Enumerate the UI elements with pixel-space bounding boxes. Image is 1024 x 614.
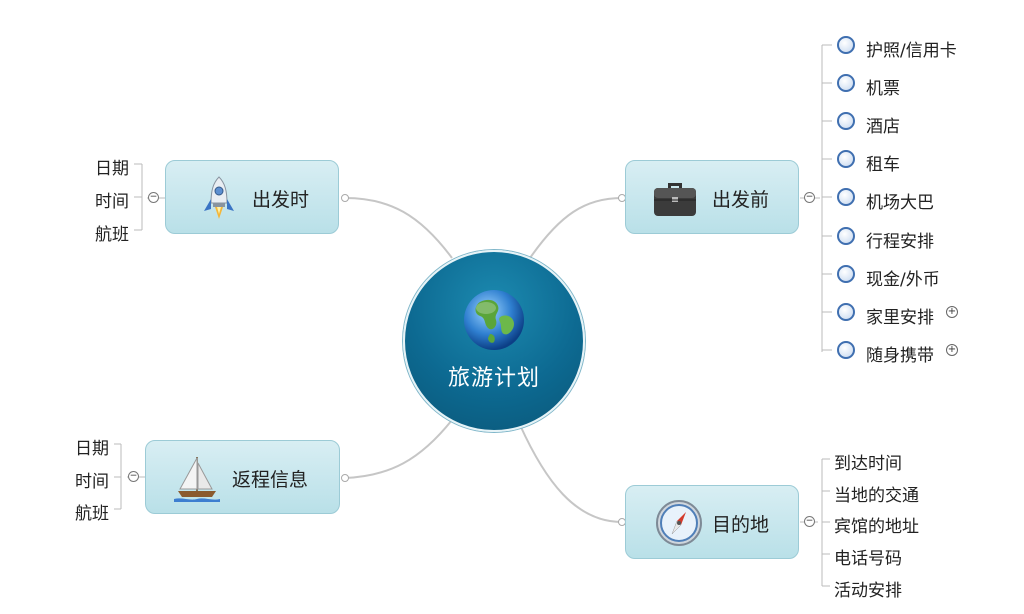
return-item-3[interactable]: 航班 [75, 504, 109, 524]
topic-departure[interactable]: 出发时 [165, 160, 339, 234]
checkbox-home[interactable] [837, 303, 855, 321]
return-item-1[interactable]: 日期 [75, 439, 109, 459]
before-item-3[interactable]: 酒店 [866, 117, 900, 137]
destination-item-4[interactable]: 电话号码 [834, 549, 902, 569]
checkbox-car-rental[interactable] [837, 150, 855, 168]
return-item-2[interactable]: 时间 [75, 472, 109, 492]
collapse-toggle-destination[interactable]: − [804, 516, 815, 527]
checkbox-passport[interactable] [837, 36, 855, 54]
destination-item-1[interactable]: 到达时间 [834, 454, 902, 474]
departure-item-2[interactable]: 时间 [95, 192, 129, 212]
topic-destination-label: 目的地 [712, 514, 770, 536]
rocket-icon [204, 176, 234, 219]
expand-toggle-home[interactable]: + [946, 306, 958, 318]
before-item-6[interactable]: 行程安排 [866, 232, 934, 252]
checkbox-ticket[interactable] [837, 74, 855, 92]
departure-item-1[interactable]: 日期 [95, 159, 129, 179]
topic-before-departure-label: 出发前 [712, 189, 770, 211]
checkbox-cash[interactable] [837, 265, 855, 283]
topic-before-departure[interactable]: 出发前 [625, 160, 799, 234]
globe-icon [464, 290, 524, 350]
before-item-4[interactable]: 租车 [866, 155, 900, 175]
destination-item-5[interactable]: 活动安排 [834, 581, 902, 601]
collapse-toggle-return[interactable]: − [128, 471, 139, 482]
collapse-toggle-departure[interactable]: − [148, 192, 159, 203]
before-item-8[interactable]: 家里安排 [866, 308, 934, 328]
destination-item-3[interactable]: 宾馆的地址 [834, 517, 919, 537]
destination-item-2[interactable]: 当地的交通 [834, 486, 919, 506]
collapse-toggle-before-departure[interactable]: − [804, 192, 815, 203]
before-item-1[interactable]: 护照/信用卡 [866, 41, 957, 61]
checkbox-itinerary[interactable] [837, 227, 855, 245]
expand-toggle-carry-on[interactable]: + [946, 344, 958, 356]
checkbox-hotel[interactable] [837, 112, 855, 130]
departure-item-3[interactable]: 航班 [95, 225, 129, 245]
topic-return-label: 返程信息 [232, 469, 309, 491]
briefcase-icon [654, 183, 696, 216]
topic-destination[interactable]: 目的地 [625, 485, 799, 559]
compass-icon [656, 500, 702, 546]
topic-departure-label: 出发时 [252, 189, 310, 211]
before-item-2[interactable]: 机票 [866, 79, 900, 99]
checkbox-airport-bus[interactable] [837, 188, 855, 206]
before-item-7[interactable]: 现金/外币 [866, 270, 940, 290]
central-topic-label: 旅游计划 [447, 366, 540, 391]
before-item-5[interactable]: 机场大巴 [866, 193, 934, 213]
topic-return[interactable]: 返程信息 [145, 440, 340, 514]
before-item-9[interactable]: 随身携带 [866, 346, 934, 366]
central-topic[interactable]: 旅游计划 [403, 250, 585, 432]
checkbox-carry-on[interactable] [837, 341, 855, 359]
sailboat-icon [174, 457, 220, 502]
